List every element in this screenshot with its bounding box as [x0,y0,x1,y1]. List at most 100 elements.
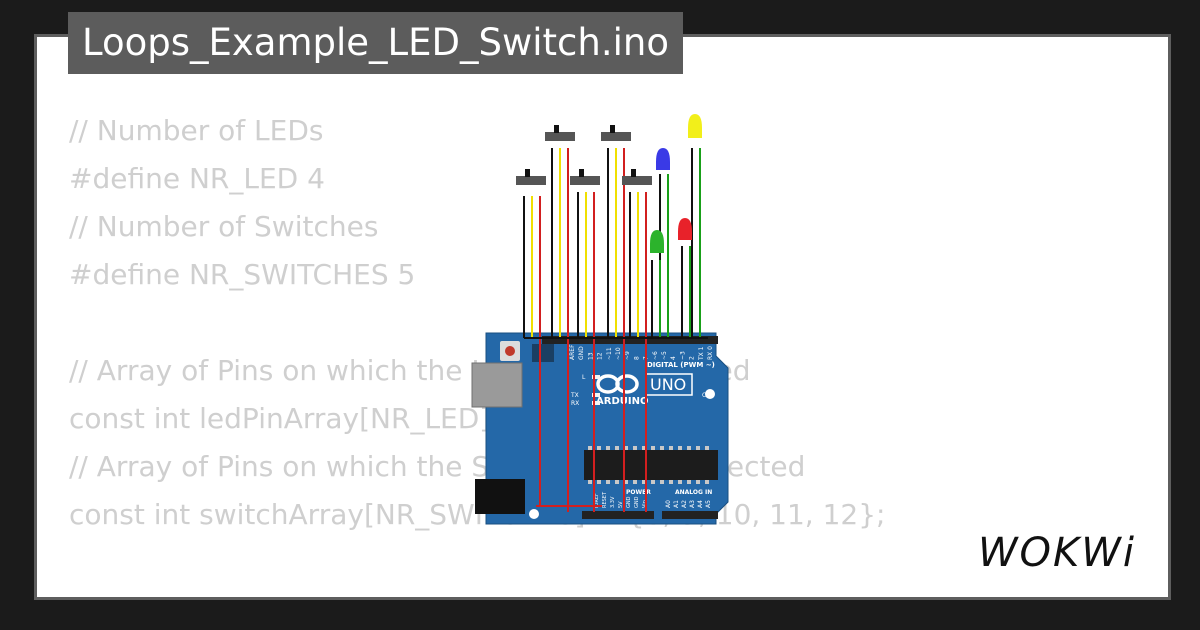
chip-pin [597,446,601,450]
power-header[interactable] [582,511,654,519]
status-led [592,375,600,379]
analog-label: ANALOG IN [675,489,712,496]
slide-switch[interactable] [622,169,652,185]
arduino-logo-icon [596,374,639,394]
chip-pins [588,446,709,484]
header-pin-label: 8 [633,356,640,360]
chip-pin [633,446,637,450]
led-green[interactable] [650,230,664,253]
chip-pin [705,480,709,484]
analog-pin-label: A1 [673,500,680,508]
power-jack [475,479,525,514]
led-red[interactable] [678,218,692,240]
chip-pin [606,480,610,484]
chip-pin [669,480,673,484]
digital-header[interactable] [542,336,718,344]
header-pin-label: RX 0 [707,346,714,360]
chip-pin [597,480,601,484]
wokwi-logo: WOKWi [978,530,1136,576]
status-led [592,401,600,405]
slide-switch[interactable] [545,125,575,141]
code-line: #define NR_LED 4 [69,162,325,195]
chip-pin [633,480,637,484]
mount-hole [705,389,715,399]
power-pin-label: GND [634,496,640,508]
header-pin-label: ~6 [652,351,659,360]
slide-switch[interactable] [601,125,631,141]
header-pin-label: ~5 [661,351,668,360]
chip-pin [651,480,655,484]
power-pin-label: RESET [602,491,608,508]
chip-pin [705,446,709,450]
chip-pin [615,480,619,484]
chip-pin [687,480,691,484]
reset-button-cap [505,346,515,356]
code-line: // Number of active switches [69,587,885,597]
wires [523,148,708,512]
logo-text: WOKWi [978,530,1136,576]
power-label: POWER [626,489,651,496]
analog-pin-label: A0 [665,500,672,508]
header-pin-label: ~3 [679,351,686,360]
atmega-chip [584,450,718,480]
power-pin-label: IOREF [594,493,600,508]
chip-pin [660,480,664,484]
chip-pin [588,480,592,484]
status-led [592,393,600,397]
tx-led-label: TX [570,392,579,399]
header-pin-label: ~11 [606,347,613,360]
power-pin-label: 5V [618,501,624,508]
slide-switch[interactable] [570,169,600,185]
mount-hole [529,509,539,519]
chip-pin [642,480,646,484]
header-pin-label: 13 [587,352,594,360]
icsp-header [532,344,554,362]
code-line [69,539,885,587]
chip-pin [606,446,610,450]
header-pin-label: 2 [689,356,696,360]
code-line: #define NR_SWITCHES 5 [69,258,416,291]
header-pin-label: GND [578,346,585,360]
chip-pin [615,446,619,450]
slide-switch[interactable] [516,169,546,185]
header-pin-label: ~10 [615,347,622,360]
chip-pin [696,446,700,450]
chip-pin [651,446,655,450]
project-title: Loops_Example_LED_Switch.ino [68,12,683,74]
led-blue[interactable] [656,148,670,170]
chip-pin [588,446,592,450]
chip-pin [624,480,628,484]
on-led-label: ON [702,392,711,399]
chip-pin [678,446,682,450]
header-pin-label: ~9 [624,351,631,360]
code-line: // Number of LEDs [69,114,324,147]
model-label: UNO [650,375,686,394]
power-pin-label: 3.3V [610,496,616,508]
usb-port [471,362,523,408]
l-led-label: L [582,374,586,381]
analog-pin-label: A3 [689,500,696,508]
chip-pin [696,480,700,484]
analog-pin-label: A2 [681,500,688,508]
code-line: // Number of Switches [69,210,379,243]
header-pin-label: 12 [597,352,604,360]
analog-pin-label: A4 [697,500,704,508]
rx-led-label: RX [571,400,579,407]
power-pin-label: GND [626,496,632,508]
analog-header[interactable] [662,511,718,519]
brand-label: ARDUINO [596,396,648,407]
header-pin-label: AREF [569,344,576,360]
analog-pin-label: A5 [705,500,712,508]
chip-pin [660,446,664,450]
chip-pin [678,480,682,484]
digital-label: DIGITAL (PWM ~) [647,361,715,369]
chip-pin [669,446,673,450]
chip-pin [642,446,646,450]
chip-pin [624,446,628,450]
chip-pin [687,446,691,450]
led-yellow[interactable] [688,114,702,138]
